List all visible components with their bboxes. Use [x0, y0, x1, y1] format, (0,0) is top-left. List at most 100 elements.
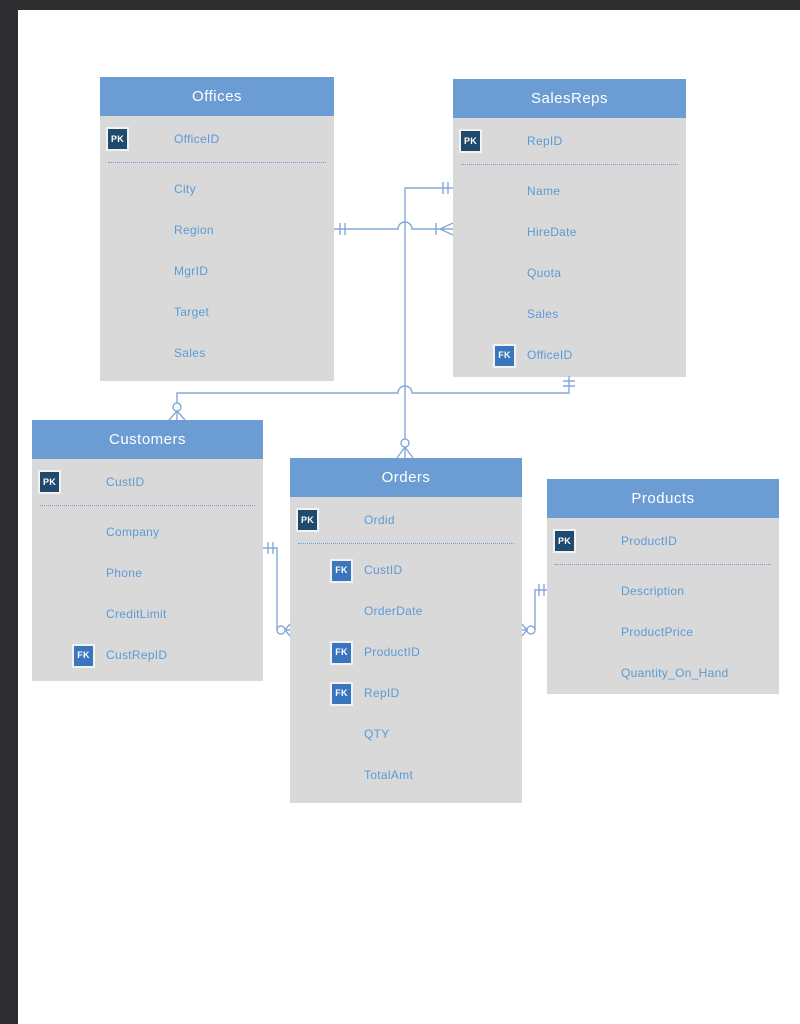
fk-badge: FK [330, 640, 353, 665]
connector-line [334, 221, 440, 230]
pk-separator [555, 564, 771, 565]
crow-foot-icon [439, 222, 454, 236]
field-name: Phone [106, 566, 143, 580]
relationship-offices-salesreps[interactable] [334, 221, 454, 236]
relationship-salesreps-customers[interactable] [168, 376, 575, 421]
relationship-products-orders[interactable] [521, 584, 547, 637]
field-row: FK ProductID [290, 632, 522, 673]
field-row: FK CustRepID [32, 635, 263, 676]
field-name: QTY [364, 727, 390, 741]
fk-badge: FK [72, 643, 95, 668]
field-row: Name [453, 171, 686, 212]
relationship-salesreps-orders[interactable] [396, 182, 453, 459]
field-name: RepID [364, 686, 400, 700]
field-name: RepID [527, 134, 563, 148]
table-products[interactable]: Products PK ProductID Description Produc… [547, 479, 779, 694]
zero-circle-icon [400, 438, 410, 448]
field-name: CustID [106, 475, 145, 489]
field-row: TotalAmt [290, 755, 522, 796]
window-top-bar [0, 0, 800, 10]
table-orders-title: Orders [290, 458, 522, 497]
connector-line [404, 187, 453, 439]
field-row: City [100, 169, 334, 210]
field-row: Phone [32, 553, 263, 594]
field-row: Sales [100, 333, 334, 374]
field-name: Description [621, 584, 685, 598]
table-products-body: PK ProductID Description ProductPrice Qu… [547, 518, 779, 694]
cardinality-one-icon [563, 380, 575, 387]
field-name: ProductID [364, 645, 421, 659]
field-name: Region [174, 223, 214, 237]
field-row: Sales [453, 294, 686, 335]
field-row: Description [547, 571, 779, 612]
field-row: CreditLimit [32, 594, 263, 635]
zero-circle-icon [526, 625, 536, 635]
pk-separator [298, 543, 514, 544]
field-row: OrderDate [290, 591, 522, 632]
field-name: OfficeID [527, 348, 573, 362]
crow-foot-icon [396, 446, 414, 459]
field-name: OfficeID [174, 132, 220, 146]
cardinality-one-icon [538, 584, 545, 596]
field-row: HireDate [453, 212, 686, 253]
connector-line [263, 547, 278, 630]
field-row: Company [32, 512, 263, 553]
table-salesreps[interactable]: SalesReps PK RepID Name HireDate Quota S… [453, 79, 686, 377]
table-offices-body: PK OfficeID City Region MgrID Target Sal… [100, 116, 334, 381]
field-name: Sales [527, 307, 559, 321]
cardinality-one-icon [267, 542, 274, 554]
field-name: Company [106, 525, 160, 539]
zero-circle-icon [172, 402, 182, 412]
field-name: ProductID [621, 534, 678, 548]
cardinality-one-icon [442, 182, 449, 194]
window-left-edge [0, 0, 18, 1024]
table-customers-title: Customers [32, 420, 263, 459]
field-name: MgrID [174, 264, 209, 278]
table-orders[interactable]: Orders PK Ordid FK CustID OrderDate FK P… [290, 458, 522, 803]
table-salesreps-body: PK RepID Name HireDate Quota Sales FK Of… [453, 118, 686, 377]
field-row: QTY [290, 714, 522, 755]
field-row: PK OfficeID [100, 116, 334, 162]
crow-foot-icon [521, 623, 528, 637]
table-offices[interactable]: Offices PK OfficeID City Region MgrID Ta… [100, 77, 334, 381]
field-row: Quantity_On_Hand [547, 653, 779, 694]
field-row: MgrID [100, 251, 334, 292]
table-customers[interactable]: Customers PK CustID Company Phone Credit… [32, 420, 263, 681]
table-orders-body: PK Ordid FK CustID OrderDate FK ProductI… [290, 497, 522, 803]
field-name: ProductPrice [621, 625, 694, 639]
field-name: HireDate [527, 225, 577, 239]
table-customers-body: PK CustID Company Phone CreditLimit FK C… [32, 459, 263, 681]
pk-badge: PK [553, 529, 576, 553]
fk-badge: FK [330, 558, 353, 583]
field-name: Sales [174, 346, 206, 360]
fk-badge: FK [330, 681, 353, 706]
field-name: Quantity_On_Hand [621, 666, 729, 680]
field-row: FK CustID [290, 550, 522, 591]
field-name: CreditLimit [106, 607, 167, 621]
field-name: CustRepID [106, 648, 168, 662]
field-row: PK Ordid [290, 497, 522, 543]
zero-circle-icon [276, 625, 286, 635]
pk-separator [461, 164, 678, 165]
pk-separator [108, 162, 326, 163]
cardinality-one-icon [339, 223, 346, 235]
pk-badge: PK [296, 508, 319, 532]
field-name: Target [174, 305, 210, 319]
field-row: FK OfficeID [453, 335, 686, 376]
pk-badge: PK [38, 470, 61, 494]
field-row: ProductPrice [547, 612, 779, 653]
field-name: OrderDate [364, 604, 423, 618]
field-name: Name [527, 184, 561, 198]
relationship-customers-orders[interactable] [263, 542, 291, 637]
field-name: CustID [364, 563, 403, 577]
pk-badge: PK [459, 129, 482, 153]
field-name: City [174, 182, 196, 196]
field-name: Quota [527, 266, 562, 280]
field-row: Quota [453, 253, 686, 294]
table-offices-title: Offices [100, 77, 334, 116]
pk-badge: PK [106, 127, 129, 151]
table-salesreps-title: SalesReps [453, 79, 686, 118]
fk-badge: FK [493, 343, 516, 368]
field-row: FK RepID [290, 673, 522, 714]
field-row: PK ProductID [547, 518, 779, 564]
